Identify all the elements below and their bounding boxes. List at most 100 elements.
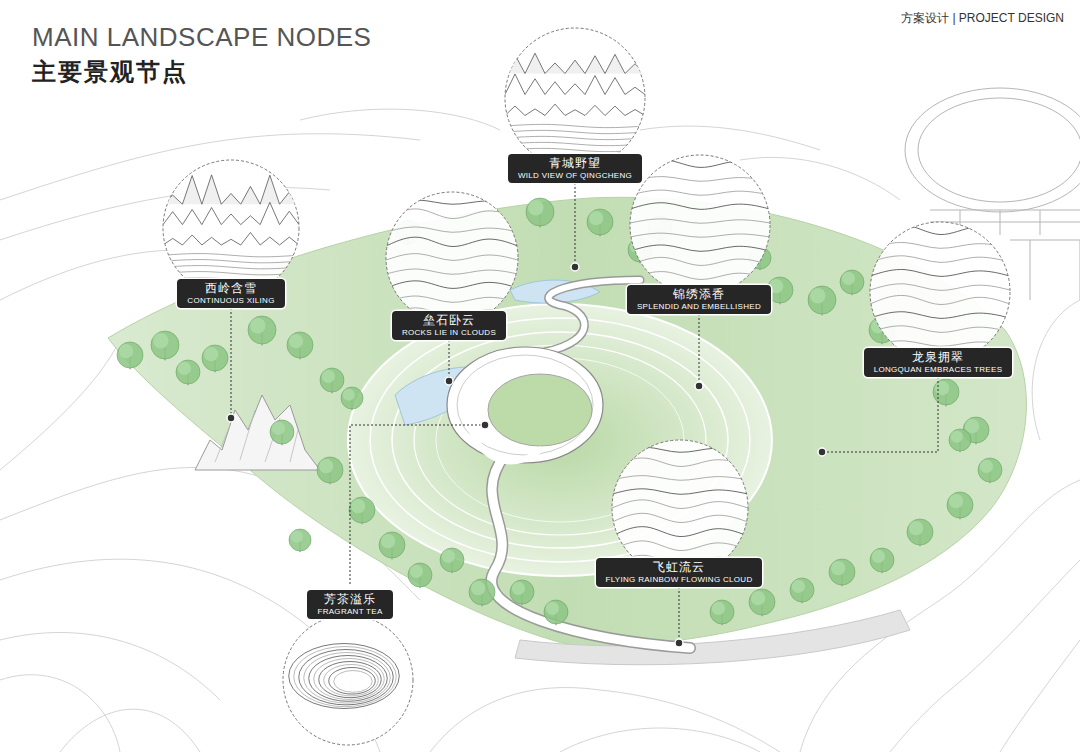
tree <box>544 600 568 625</box>
tree <box>808 286 836 315</box>
sketch-ridge <box>163 175 299 204</box>
sketch-line <box>870 326 1010 333</box>
tree-highlight <box>528 200 543 215</box>
sketch-line <box>386 227 518 232</box>
tree-highlight <box>343 389 355 401</box>
sketch-water <box>163 260 299 263</box>
tree-crown <box>870 548 894 572</box>
sketch-water <box>163 254 299 257</box>
tree <box>510 580 534 605</box>
tree-crown <box>544 600 568 624</box>
sketch-line <box>612 489 748 494</box>
tree <box>151 331 179 360</box>
tree-crown <box>790 578 814 602</box>
tree <box>287 332 313 359</box>
node-name: 西岭含雪 <box>187 282 274 296</box>
tree-highlight <box>712 602 725 615</box>
sketch-spiral <box>304 653 391 704</box>
sketch-water <box>505 124 645 127</box>
tree <box>947 492 973 519</box>
tree-crown <box>289 529 311 551</box>
sketch-spiral <box>289 644 400 709</box>
tree-crown <box>710 600 734 624</box>
sketch-ridge <box>163 202 299 224</box>
tree-crown <box>808 286 836 314</box>
tree <box>440 548 464 573</box>
vignette-sketch <box>630 160 770 280</box>
node-label: 芳茶溢乐FRAGRANT TEA <box>307 590 392 619</box>
node-name-english: FLYING RAINBOW FLOWING CLOUD <box>606 575 753 584</box>
sketch-line <box>870 242 1010 248</box>
tree <box>907 519 933 546</box>
tree-highlight <box>322 370 335 383</box>
node-name: 青城野望 <box>518 157 632 171</box>
tree-highlight <box>965 419 979 433</box>
sketch-line <box>630 233 770 237</box>
tree <box>840 270 864 295</box>
sketch-water <box>163 266 299 269</box>
tree <box>349 497 375 524</box>
vignette-frame <box>386 192 518 324</box>
vignette <box>163 160 299 296</box>
sketch-line <box>386 281 518 289</box>
tree-highlight <box>178 362 191 375</box>
node-name-english: SPLENDID AND EMBELLISHED <box>637 302 761 311</box>
sketch-line <box>386 254 518 261</box>
vignette-sketch <box>505 53 645 151</box>
tree-crown <box>949 429 971 451</box>
vignette-frame <box>505 28 645 168</box>
tree <box>949 429 971 452</box>
tree-crown <box>978 458 1002 482</box>
node-label: 龙泉拥翠LONGQUAN EMBRACES TREES <box>864 348 1013 377</box>
vignette-sketch <box>612 447 748 565</box>
tree-crown <box>317 457 343 483</box>
node-name-english: ROCKS LIE IN CLOUDS <box>402 328 496 337</box>
sketch-line <box>870 341 1010 346</box>
tree-highlight <box>751 591 765 605</box>
sketch-spiral <box>324 665 379 696</box>
vignette-frame <box>870 222 1010 362</box>
tree-crown <box>469 579 495 605</box>
tree-highlight <box>842 272 855 285</box>
node-name: 锦绣添香 <box>637 288 761 302</box>
sketch-spiral <box>309 656 388 702</box>
sketch-line <box>612 513 748 522</box>
rock-mountain <box>195 395 320 470</box>
node-name: 垒石卧云 <box>402 314 496 328</box>
tree-highlight <box>351 499 365 513</box>
sketch-line <box>612 500 748 509</box>
vignette <box>505 28 645 168</box>
tree-highlight <box>381 534 395 548</box>
vignette <box>870 222 1010 362</box>
sketch-line <box>870 284 1010 291</box>
sketch-line <box>630 257 770 265</box>
tree-highlight <box>291 531 303 543</box>
sketch-line <box>630 177 770 182</box>
tree-highlight <box>289 334 303 348</box>
tree <box>320 368 344 393</box>
tree-crown <box>587 209 613 235</box>
sketch-line <box>630 272 770 280</box>
leader-lines <box>231 183 938 639</box>
node-name-english: WILD VIEW OF QINGCHENG <box>518 171 632 180</box>
sketch-line <box>630 203 770 210</box>
sketch-line <box>386 269 518 274</box>
node-dots <box>227 263 826 647</box>
tree-highlight <box>831 561 845 575</box>
sketch-ridge <box>505 74 645 95</box>
vignette-frame <box>612 440 748 576</box>
tree-highlight <box>769 279 783 293</box>
tree <box>829 559 855 586</box>
vignette-sketch <box>870 225 1010 347</box>
tree <box>710 600 734 625</box>
sketch-line <box>870 225 1010 235</box>
sketch-spiral <box>334 671 373 693</box>
sketch-water <box>163 272 299 275</box>
tree-highlight <box>546 602 559 615</box>
tree-crown <box>117 342 143 368</box>
tree-crown <box>287 332 313 358</box>
tree <box>587 209 613 236</box>
node-name: 龙泉拥翠 <box>874 351 1003 365</box>
tree <box>870 548 894 573</box>
